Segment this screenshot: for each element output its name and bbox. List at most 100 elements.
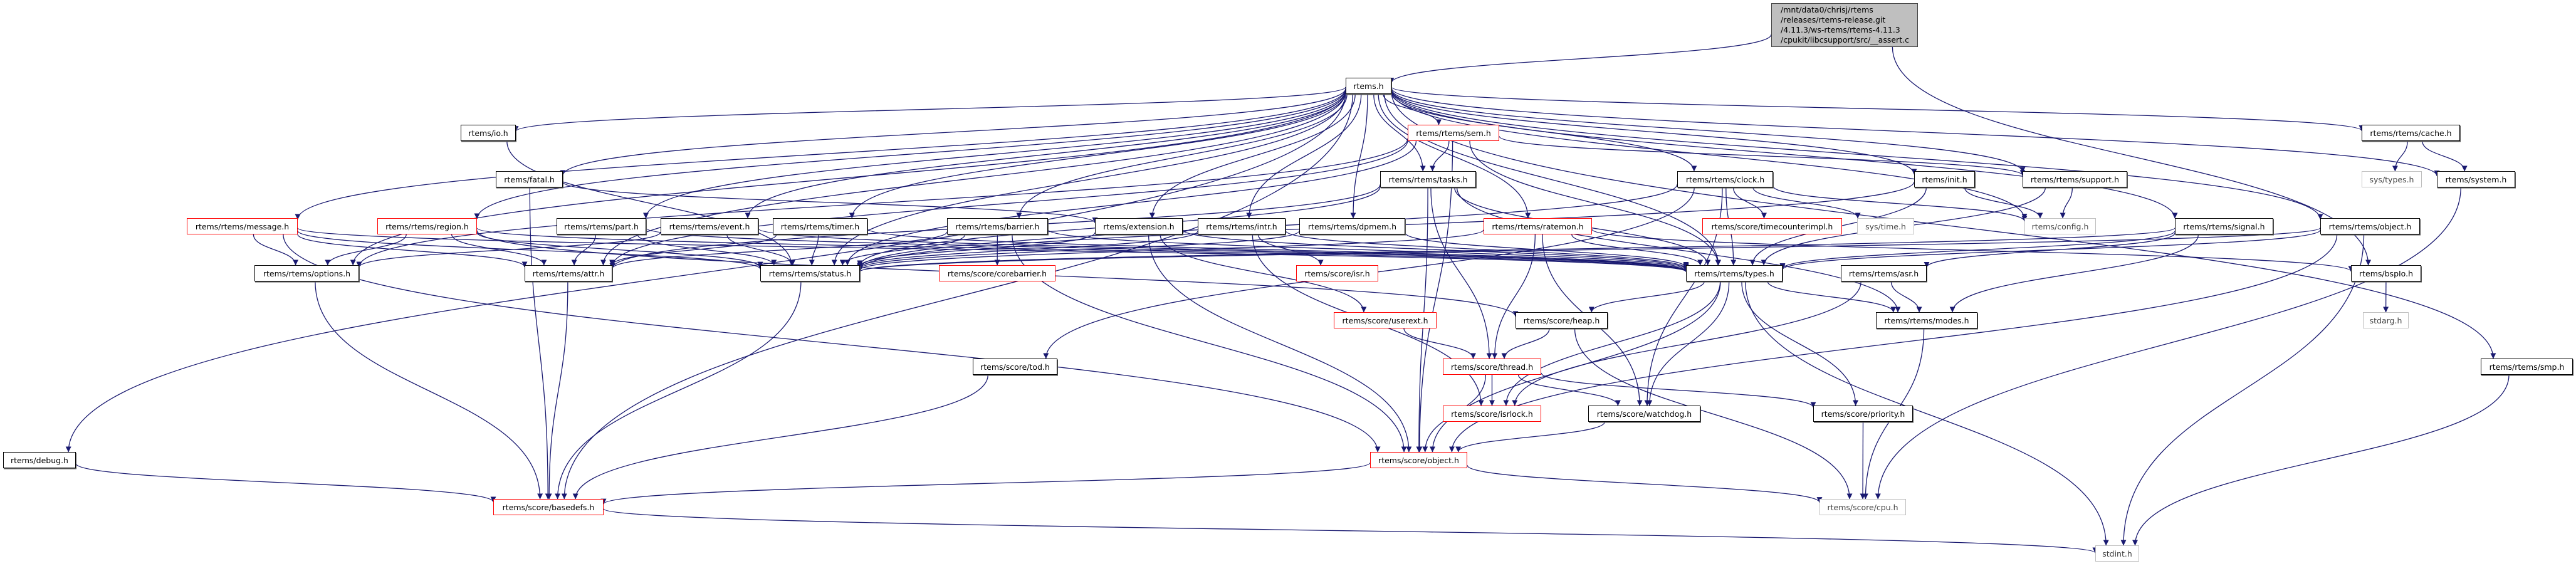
node-timecounterimpl-h[interactable]: rtems/score/timecounterimpl.h (1702, 218, 1842, 234)
node-attr-h[interactable]: rtems/rtems/attr.h (525, 265, 612, 281)
edge-intr-h-to-types-h (1285, 230, 1689, 270)
node-sobject-h[interactable]: rtems/score/object.h (1370, 452, 1467, 468)
node-modes-h[interactable]: rtems/rtems/modes.h (1876, 312, 1977, 328)
edge-part-h-to-attr-h (571, 234, 597, 266)
edge-rtems-h-to-cache-h (1391, 86, 2365, 132)
node-fatal-h[interactable]: rtems/fatal.h (496, 171, 563, 187)
node-intr-h[interactable]: rtems/rtems/intr.h (1198, 218, 1285, 234)
edge-rtems-h-to-types-h (1384, 93, 1722, 266)
edge-sem-h-to-types-h (1469, 140, 1721, 266)
edge-types-h-to-modes-h (1767, 281, 1897, 313)
edge-tasks-h-to-thread-h (1430, 187, 1492, 359)
node-cache-h[interactable]: rtems/rtems/cache.h (2362, 125, 2460, 141)
edge-extension-h-to-userext-h (1160, 234, 1367, 313)
node-systime-h: sys/time.h (1857, 218, 1914, 234)
edge-signal-h-to-types-h (1779, 230, 2175, 270)
node-sem-h[interactable]: rtems/rtems/sem.h (1408, 125, 1499, 141)
node-debug-h[interactable]: rtems/debug.h (3, 452, 76, 468)
edge-sobject-h-to-basedefs-h (600, 462, 1371, 505)
node-dpmem-h[interactable]: rtems/rtems/dpmem.h (1299, 218, 1405, 234)
edge-message-h-to-attr-h (297, 234, 528, 268)
node-support-h[interactable]: rtems/rtems/support.h (2023, 171, 2127, 187)
node-options-h[interactable]: rtems/rtems/options.h (254, 265, 359, 281)
node-priority-h[interactable]: rtems/score/priority.h (1813, 406, 1913, 422)
edge-rtems-h-to-signal-h (1391, 89, 2178, 219)
edge-rtems-h-to-part-h (643, 90, 1346, 219)
node-stdarg-h: stdarg.h (2363, 312, 2409, 328)
node-userext-h[interactable]: rtems/score/userext.h (1334, 312, 1437, 328)
node-corebarrier-h[interactable]: rtems/score/corebarrier.h (939, 265, 1055, 281)
edge-dpmem-h-to-status-h (857, 230, 1300, 270)
edge-intr-h-to-isr-h (1257, 234, 1324, 266)
edge-event-h-to-types-h (758, 228, 1689, 272)
edge-attr-h-to-basedefs-h (546, 281, 568, 500)
edge-rtems-h-to-intr-h (1246, 93, 1362, 219)
edge-event-h-to-status-h (726, 234, 796, 266)
node-rtems-h[interactable]: rtems.h (1346, 78, 1391, 94)
node-isrlock-h[interactable]: rtems/score/isrlock.h (1443, 406, 1541, 422)
edge-asr-h-to-isrlock-h (1512, 281, 1861, 406)
edge-barrier-h-to-attr-h (609, 231, 948, 269)
edge-debug-h-to-basedefs-h (75, 463, 496, 503)
node-io-h[interactable]: rtems/io.h (461, 125, 516, 141)
edge-message-h-to-types-h (297, 228, 1689, 273)
node-clock-h[interactable]: rtems/rtems/clock.h (1677, 171, 1773, 187)
node-isr-h[interactable]: rtems/score/isr.h (1296, 265, 1378, 281)
edge-rtems-h-to-tasks-h (1373, 93, 1426, 172)
edge-sobject-h-to-cpu-h (1467, 464, 1823, 503)
node-heap-h[interactable]: rtems/score/heap.h (1516, 312, 1608, 328)
edge-region-h-to-options-h (325, 234, 407, 266)
edge-types-h-to-stdint-h (1745, 281, 2109, 546)
node-robject-h[interactable]: rtems/rtems/object.h (2320, 218, 2420, 234)
root-path-line-1: /mnt/data0/chrisj/rtems (1781, 5, 1873, 14)
node-ratemon-h[interactable]: rtems/rtems/ratemon.h (1484, 218, 1592, 234)
edge-rtems-h-to-system-h (1391, 87, 2440, 177)
node-types-h[interactable]: rtems/rtems/types.h (1686, 265, 1783, 281)
edge-types-h-to-priority-h (1741, 281, 1859, 406)
node-asr-h[interactable]: rtems/rtems/asr.h (1841, 265, 1927, 281)
node-timer-h[interactable]: rtems/rtems/timer.h (773, 218, 867, 234)
node-barrier-h[interactable]: rtems/rtems/barrier.h (947, 218, 1048, 234)
node-system-h[interactable]: rtems/system.h (2437, 171, 2515, 187)
edge-clock-h-to-config-h (1772, 186, 2028, 222)
node-init-h[interactable]: rtems/init.h (1914, 171, 1975, 187)
node-basedefs-h[interactable]: rtems/score/basedefs.h (493, 499, 604, 515)
edge-types-h-to-heap-h (1588, 281, 1705, 313)
node-extension-h[interactable]: rtems/extension.h (1095, 218, 1183, 234)
edge-event-h-to-options-h (356, 231, 661, 268)
edge-sem-h-to-tasks-h (1430, 140, 1450, 172)
node-signal-h[interactable]: rtems/rtems/signal.h (2175, 218, 2273, 234)
root-path-line-3: /4.11.3/ws-rtems/rtems-4.11.3 (1781, 25, 1900, 34)
node-message-h[interactable]: rtems/rtems/message.h (187, 218, 298, 234)
root-path-line-2: /releases/rtems-release.git (1781, 15, 1886, 24)
node-tasks-h[interactable]: rtems/rtems/tasks.h (1380, 171, 1476, 187)
node-thread-h[interactable]: rtems/score/thread.h (1443, 359, 1541, 375)
edge-barrier-h-to-types-h (1047, 229, 1689, 271)
node-part-h[interactable]: rtems/rtems/part.h (557, 218, 646, 234)
edge-ratemon-h-to-types-h (1571, 234, 1704, 266)
edge-rtems-h-to-dpmem-h (1350, 93, 1368, 219)
edge-rtems-h-to-sem-h (1383, 93, 1442, 125)
node-status-h[interactable]: rtems/rtems/status.h (760, 265, 860, 281)
edge-rtems-h-to-ratemon-h (1378, 93, 1531, 219)
node-systypes-h: sys/types.h (2362, 171, 2422, 187)
edge-rtems-h-to-support-h (1391, 88, 2026, 173)
edge-rtems-h-to-timer-h (849, 92, 1346, 219)
node-bspio-h[interactable]: rtems/bspIo.h (2351, 265, 2421, 281)
edge-robject-h-to-types-h (1779, 229, 2321, 270)
edge-support-h-to-config-h (2060, 187, 2073, 219)
edge-signal-h-to-status-h (857, 228, 2175, 272)
node-tod-h[interactable]: rtems/score/tod.h (973, 359, 1057, 375)
edge-rtems-h-to-basedefs-h (561, 93, 1353, 500)
edge-rtems-h-to-message-h (295, 88, 1346, 220)
edge-assert-c-to-rtems-h (1388, 34, 1772, 83)
node-region-h[interactable]: rtems/rtems/region.h (377, 218, 477, 234)
node-smp-h[interactable]: rtems/rtems/smp.h (2481, 359, 2573, 375)
node-watchdog-h[interactable]: rtems/score/watchdog.h (1588, 406, 1700, 422)
edge-rtems-h-to-event-h (745, 90, 1346, 219)
node-event-h[interactable]: rtems/rtems/event.h (661, 218, 758, 234)
edge-rtems-h-to-attr-h (600, 91, 1346, 266)
node-config-h: rtems/config.h (2024, 218, 2096, 234)
edge-init-h-to-config-h (1964, 187, 2043, 219)
